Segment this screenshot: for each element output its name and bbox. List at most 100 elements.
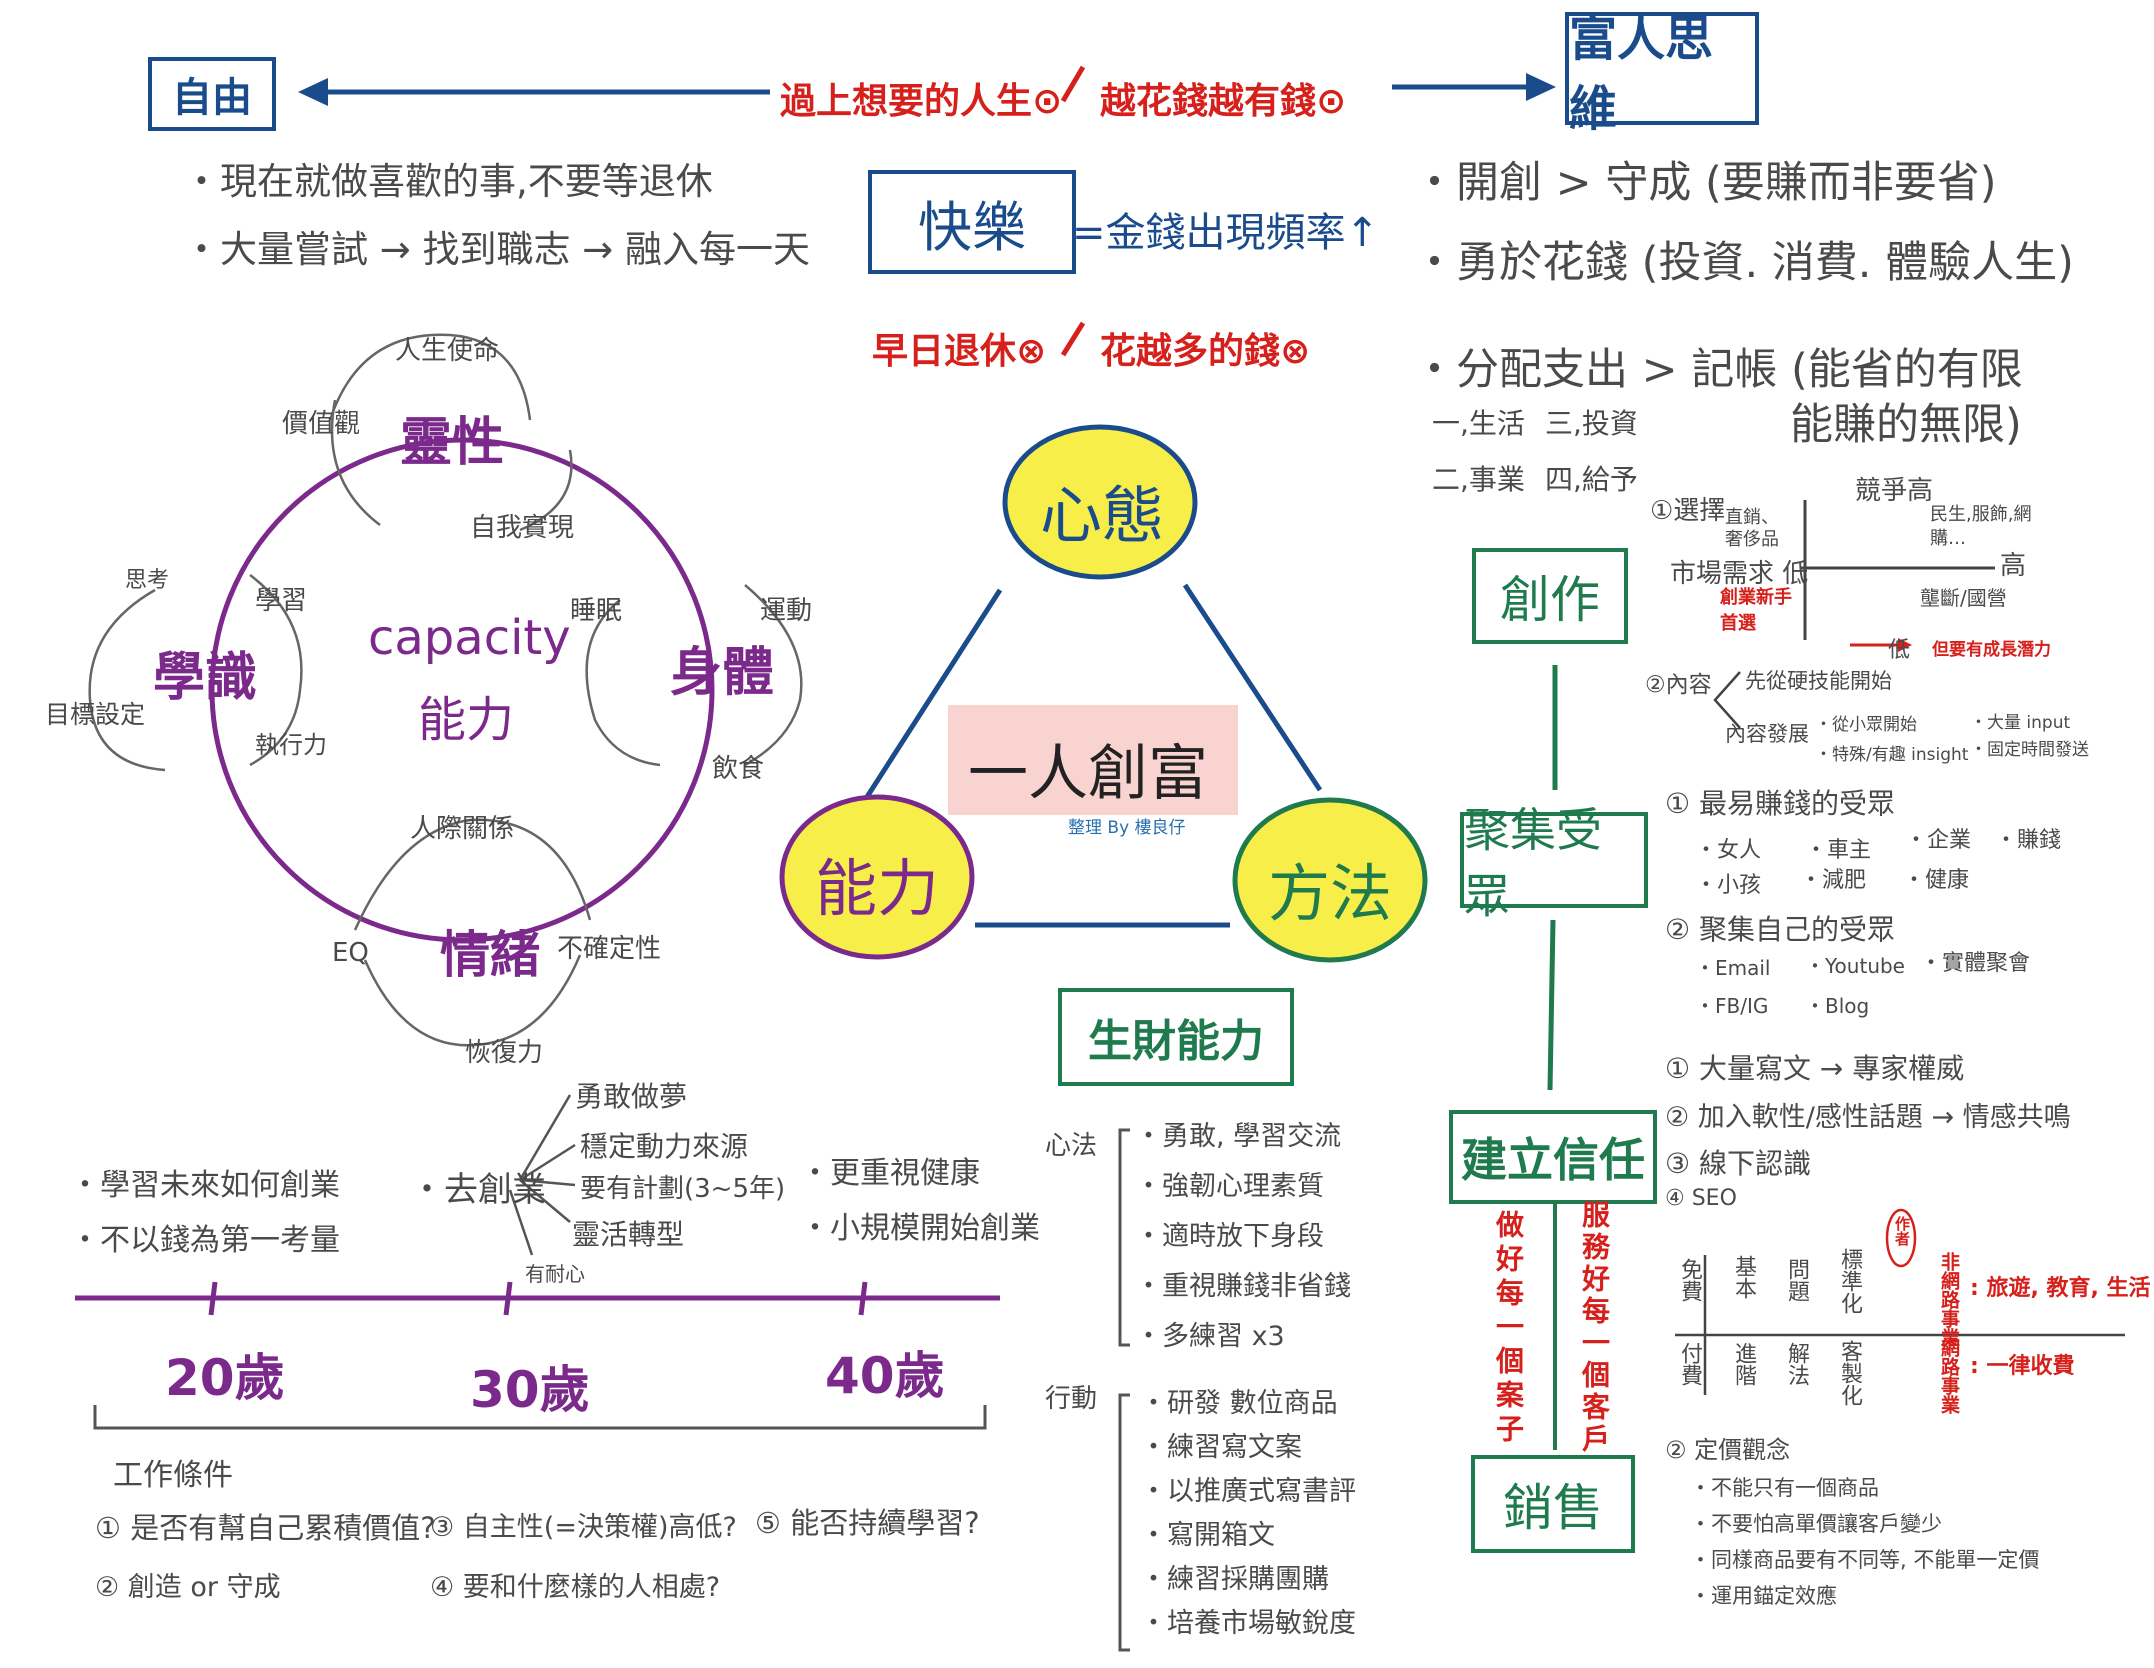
emotion-item: 恢復力 <box>465 1038 544 1068</box>
table-cell: 基本 <box>1731 1255 1756 1299</box>
market-label: 市場需求 低 <box>1670 559 1809 589</box>
trust-item: ② 加入軟性/感性話題 → 情感共鳴 <box>1665 1102 2071 1133</box>
gather-box: 聚集受眾 <box>1460 803 1648 923</box>
gather-own-item: ・Email <box>1695 956 1771 980</box>
market-high: 高 <box>2000 551 2027 581</box>
gather-easy: ① 最易賺錢的受眾 <box>1665 787 1896 820</box>
quadrant-br: 壟斷/國營 <box>1920 586 2007 610</box>
action-item: ・以推廣式寫書評 <box>1140 1476 1356 1507</box>
age-30: 30歲 <box>470 1361 590 1419</box>
freedom-label: 自由 <box>172 75 252 121</box>
spending-item: 二,事業 <box>1432 463 1525 496</box>
action-item: ・培養市場敏銳度 <box>1140 1608 1356 1639</box>
work-item: ④ 要和什麼樣的人相處? <box>430 1572 721 1603</box>
create-label: 創作 <box>1500 571 1600 629</box>
pricing-item: ・不能只有一個商品 <box>1690 1476 1879 1500</box>
mind-item: ・重視賺錢非省錢 <box>1135 1271 1351 1302</box>
quadrant-tl: 直銷、奢侈品 <box>1725 507 1779 550</box>
side-right: 服務好每一個客戶 <box>1578 1200 1611 1456</box>
action-list: ・研發 數位商品 ・練習寫文案 ・以推廣式寫書評 ・寫開箱文 ・練習採購團購 ・… <box>1140 1382 1356 1646</box>
rich-note: 能賺的無限) <box>1790 400 2022 450</box>
happiness-box: 快樂 <box>868 170 1076 274</box>
competition-low: 低 <box>1888 638 1911 663</box>
table-cell: 免費 <box>1677 1258 1702 1302</box>
non-net-label: 非網路事業 <box>1938 1252 1960 1347</box>
age30-extra: 有耐心 <box>525 1262 585 1286</box>
slogan-good-1: 過上想要的人生⊙ <box>780 81 1063 122</box>
node-emotion: 情緒 <box>440 926 540 984</box>
age30-item: 靈活轉型 <box>572 1218 685 1251</box>
action-item: ・研發 數位商品 <box>1140 1388 1338 1419</box>
gather-item: ・車主 <box>1805 838 1872 863</box>
gather-item: ・減肥 <box>1800 868 1867 893</box>
rich-note: ・勇於花錢 (投資. 消費. 體驗人生) <box>1413 238 2074 288</box>
work-item: ① 是否有幫自己累積價值? <box>95 1511 436 1545</box>
age40-note: ・更重視健康 <box>800 1156 980 1191</box>
node-spirit: 靈性 <box>400 413 505 473</box>
action-item: ・練習採購團購 <box>1140 1564 1329 1595</box>
trust-item: ① 大量寫文 → 專家權威 <box>1665 1052 1965 1085</box>
sell-label: 銷售 <box>1503 1479 1603 1537</box>
credit: 整理 By 樓良仔 <box>1068 818 1186 838</box>
slogan-bad-2: 花越多的錢⊗ <box>1100 331 1311 372</box>
spending-item: 三,投資 <box>1545 407 1638 440</box>
choose-label: ①選擇 <box>1650 496 1726 526</box>
author-tag: 作者 <box>1893 1216 1911 1246</box>
side-left: 做好每一個案子 <box>1492 1210 1525 1448</box>
table-cell: 解法 <box>1784 1342 1809 1386</box>
node-ability: 能力 <box>815 852 940 925</box>
non-net-note: : 旅遊, 教育, 生活 <box>1970 1276 2151 1301</box>
table-cell: 問題 <box>1784 1258 1809 1302</box>
spirit-item: 人生使命 <box>395 336 500 366</box>
body-item: 睡眠 <box>570 596 623 626</box>
table-cell: 標準化 <box>1837 1248 1862 1314</box>
age20-note: ・不以錢為第一考量 <box>70 1223 340 1258</box>
table-cell: 客製化 <box>1837 1340 1862 1406</box>
table-cell: 進階 <box>1731 1342 1756 1386</box>
mind-list: ・勇敢, 學習交流 ・強韌心理素質 ・適時放下身段 ・重視賺錢非省錢 ・多練習 … <box>1135 1112 1351 1362</box>
age30-item: 要有計劃(3~5年) <box>580 1174 786 1204</box>
content-c1: ・大量 input <box>1970 713 2071 733</box>
pricing-item: ・同樣商品要有不同等, 不能單一定價 <box>1690 1548 2040 1572</box>
rich-note: ・分配支出 > 記帳 (能省的有限 <box>1413 345 2023 395</box>
emotion-item: 不確定性 <box>557 934 662 964</box>
slogan-good-2: 越花錢越有錢⊙ <box>1100 81 1347 122</box>
rich-note: ・開創 > 守成 (要賺而非要省) <box>1413 158 1997 208</box>
mind-item: ・適時放下身段 <box>1135 1221 1324 1252</box>
knowledge-item: 目標設定 <box>45 700 146 729</box>
spending-item: 一,生活 <box>1432 407 1525 440</box>
age-20: 20歲 <box>165 1349 285 1407</box>
content-b1: ・從小眾開始 <box>1815 715 1917 735</box>
net-label: 網路事業 <box>1938 1338 1960 1414</box>
pricing-item: ・不要怕高單價讓客戶變少 <box>1690 1512 1942 1536</box>
gather-item: ・女人 <box>1695 838 1762 863</box>
happiness-equation: =金錢出現頻率↑ <box>1072 210 1380 256</box>
gather-item: ・小孩 <box>1695 873 1762 898</box>
body-item: 飲食 <box>712 754 765 784</box>
age30-item: 勇敢做夢 <box>575 1080 688 1113</box>
freedom-box: 自由 <box>148 57 276 131</box>
pricing-item: ・運用錨定效應 <box>1690 1584 1837 1608</box>
slogan-bad-1: 早日退休⊗ <box>872 331 1047 372</box>
mind-item: ・多練習 x3 <box>1135 1321 1285 1352</box>
action-label: 行動 <box>1045 1384 1098 1414</box>
sell-box: 銷售 <box>1471 1455 1635 1553</box>
happiness-label: 快樂 <box>918 195 1026 259</box>
emotion-item: EQ <box>332 938 369 968</box>
pricing-list: ・不能只有一個商品 ・不要怕高單價讓客戶變少 ・同樣商品要有不同等, 不能單一定… <box>1690 1470 2039 1614</box>
trust-item: ④ SEO <box>1665 1186 1737 1211</box>
content-b: 內容發展 <box>1725 722 1809 746</box>
center-title: 一人創富 <box>968 739 1208 809</box>
freedom-note: ・現在就做喜歡的事,不要等退休 <box>183 160 713 203</box>
arrow-left-icon <box>298 78 328 106</box>
node-method: 方法 <box>1268 857 1393 930</box>
wealth-title: 生財能力 <box>1088 1016 1264 1067</box>
rich-mind-box: 富人思維 <box>1565 11 1759 137</box>
create-box: 創作 <box>1472 548 1628 644</box>
freedom-note: ・大量嘗試 → 找到職志 → 融入每一天 <box>183 228 811 271</box>
gather-own-item: ・Youtube <box>1805 954 1905 978</box>
node-knowledge: 學識 <box>153 648 258 708</box>
work-item: ⑤ 能否持續學習? <box>755 1506 980 1540</box>
freedom-notes: ・現在就做喜歡的事,不要等退休 ・大量嘗試 → 找到職志 → 融入每一天 <box>183 148 810 284</box>
content-label: ②內容 <box>1645 672 1712 698</box>
